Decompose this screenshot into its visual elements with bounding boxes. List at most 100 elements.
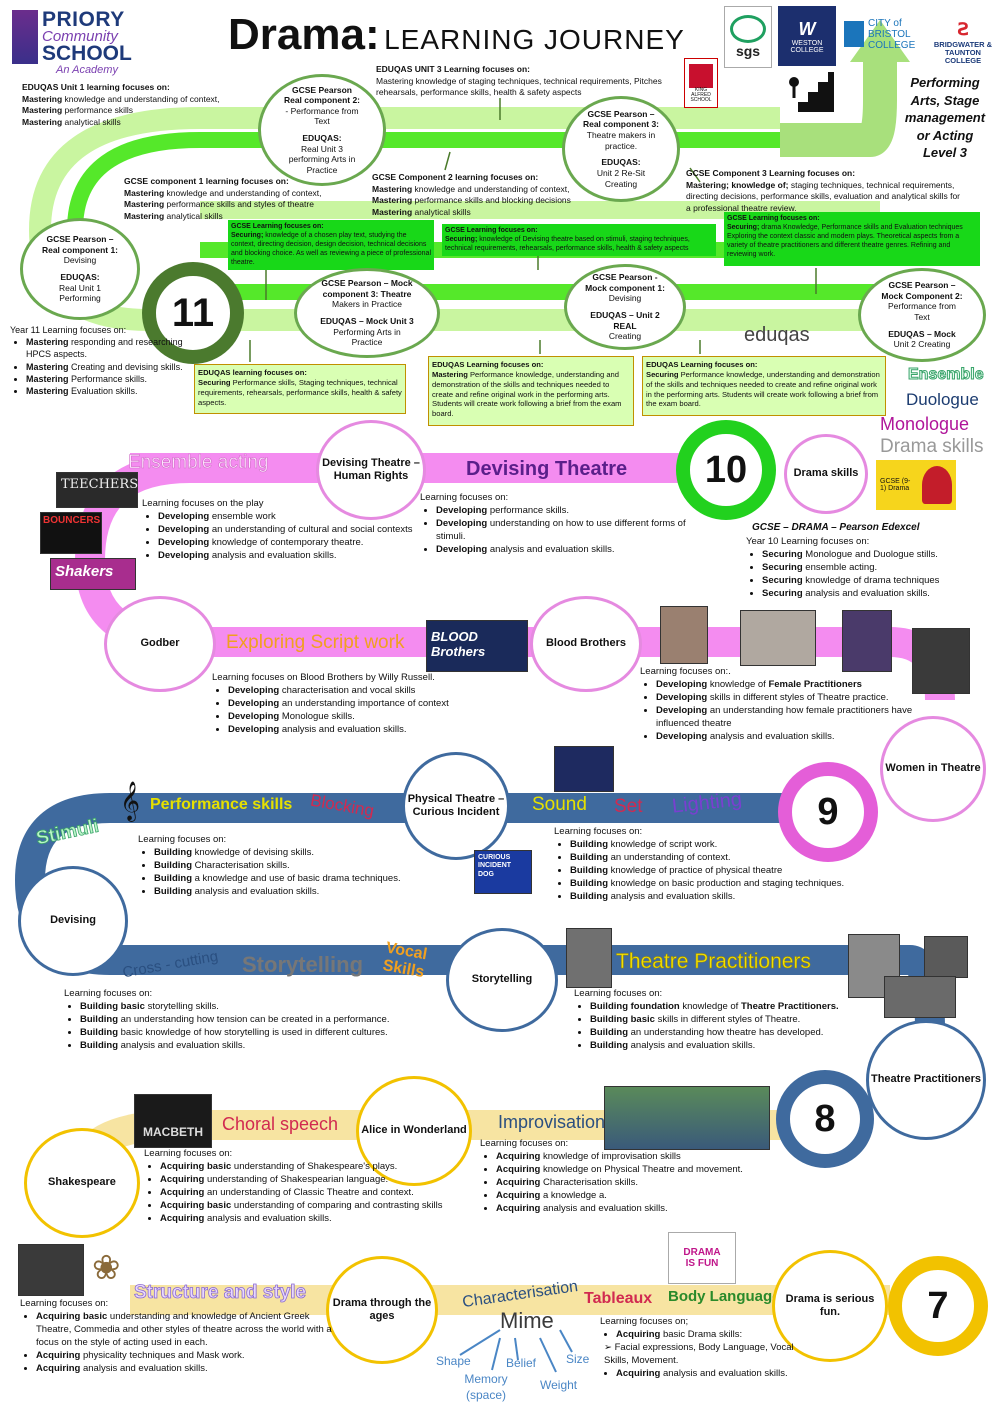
text-item: GCSE Learning focuses on: (231, 223, 324, 230)
text-item: analytical skills (412, 206, 471, 217)
text-item: EDUQAS learning focuses on: (198, 368, 307, 377)
text-item: Securing (198, 377, 231, 387)
text-block: Building foundation knowledge of Theatre… (574, 1001, 864, 1053)
list-item: Developing analysis and evaluation skill… (158, 550, 422, 563)
script-focus: Learning focuses on: Building knowledge … (554, 826, 860, 903)
text-block: Securing Performance skills, Staging tec… (198, 378, 402, 408)
bristol-logo-icon (844, 21, 864, 47)
focus-heading: Learning focuses on: (138, 834, 227, 845)
text-block: Securing; knowledge of a chosen play tex… (231, 232, 431, 268)
text-item: ensemble acting. (802, 561, 878, 573)
text-item: Developing (228, 710, 280, 722)
eduqas-unit1-focus: EDUQAS Unit 1 learning focuses on: Maste… (22, 82, 252, 128)
text-item: Developing (436, 517, 488, 529)
list-item: Acquiring analysis and evaluation skills… (36, 1363, 342, 1376)
text-item: Building foundation (590, 1000, 680, 1012)
list-item: Building knowledge of devising skills. (154, 847, 418, 860)
text-block: Mastering analytical skills (124, 211, 354, 223)
text-item: analysis and evaluation skills. (802, 587, 930, 599)
list-item: Acquiring analysis and evaluation skills… (160, 1213, 460, 1226)
text-item: skills in different styles of Theatre. (654, 1013, 801, 1025)
circle-drama-is-serious-fun: Drama is serious fun. (772, 1250, 888, 1362)
text-item: an understanding importance of context (279, 697, 449, 709)
focus-item: Facial expressions, Body Language, Vocal… (604, 1341, 794, 1366)
text-item: Characterisation skills. (540, 1176, 639, 1188)
text-block: Developing ensemble work Developing an u… (142, 511, 422, 563)
text-block: Mastering performance skills and styles … (124, 199, 354, 211)
text-item: performance skills. (487, 504, 570, 516)
keyword-ensemble: Ensemble (908, 366, 985, 384)
improvisation-focus: Learning focuses on: Acquiring knowledge… (480, 1138, 760, 1215)
king-alfred-logo-icon (689, 63, 713, 88)
circle-godber: Godber (104, 596, 216, 692)
text-item: Developing (158, 549, 210, 561)
text-item: EDUQAS Learning focuses on: (432, 360, 544, 369)
text-item: Acquiring (496, 1150, 541, 1162)
text-item: Building (154, 872, 192, 884)
text-item: Building (154, 885, 192, 897)
text-item: basic knowledge of how storytelling is u… (118, 1026, 388, 1038)
text-item: component 3: Theatre (322, 288, 412, 299)
text-item: GCSE Pearson – (46, 234, 114, 245)
text-item: characterisation and vocal skills (279, 684, 416, 696)
list-item: Building analysis and evaluation skills. (154, 886, 418, 899)
text-item: Text (914, 312, 930, 322)
text-item: performance skills and styles of theatre (164, 199, 314, 210)
text-block: Mastering Performance knowledge, underst… (432, 370, 630, 419)
text-item: Unit 2 Creating (893, 339, 951, 350)
text-item: analysis and evaluation skills. (204, 1212, 332, 1224)
keyword-body-language: Body Language (668, 1288, 781, 1305)
gcse-drama-badge-text: GCSE (9-1) Drama (880, 478, 911, 492)
text-item: knowledge of improvisation skills (540, 1150, 681, 1162)
text-item: Building (80, 1039, 118, 1051)
text-item: Developing (436, 543, 488, 555)
text-item: Devising (608, 293, 642, 304)
text-block: Developing knowledge of Female Practitio… (640, 679, 930, 744)
keyword-belief: Belief (506, 1356, 537, 1370)
text-item: Developing (228, 697, 280, 709)
page-title-main: Drama: (228, 10, 380, 59)
gcse-drama-badge: GCSE (9-1) Drama (876, 460, 956, 510)
list-item: Building analysis and evaluation skills. (570, 891, 860, 904)
list-item: Building knowledge of script work. (570, 839, 860, 852)
circle-devising: Devising (18, 866, 128, 976)
text-block: Acquiring knowledge of improvisation ski… (480, 1151, 760, 1216)
text-item: EDUQAS: (601, 157, 641, 168)
text-item: Mastering; knowledge of; (686, 179, 789, 190)
king-alfred-logo-text: KING ALFRED SCHOOL (690, 86, 712, 103)
text-item: GCSE Pearson (292, 84, 352, 95)
list-item: Securing Monologue and Duologue stills. (762, 549, 976, 562)
curious-incident-poster-image: CURIOUS INCIDENT DOG (474, 850, 532, 894)
text-block: Building knowledge of script work. Build… (554, 839, 860, 904)
storytelling-focus: Learning focuses on: Building basic stor… (64, 988, 434, 1053)
keyword-devising-theatre: Devising Theatre (466, 458, 628, 480)
circle-blood-brothers: Blood Brothers (530, 596, 642, 692)
text-item: Mastering (26, 386, 69, 397)
teechers-poster-text: TEECHERS (61, 477, 139, 492)
eduqas-focus-box-securing-2: EDUQAS Learning focuses on: Securing Per… (642, 356, 886, 416)
keyword-memory-space: Memory (space) (464, 1372, 508, 1402)
weston-logo-icon: W (798, 18, 816, 39)
list-item: Developing characterisation and vocal sk… (228, 685, 492, 698)
text-item: Acquiring basic (36, 1310, 108, 1322)
text-block: Mastering knowledge and understanding of… (124, 188, 354, 200)
focus-heading: Learning focuses on: (554, 826, 643, 837)
text-item: knowledge of a chosen play text, studyin… (231, 231, 432, 266)
text-item: Drama is serious fun. (785, 1292, 875, 1318)
sgs-logo-icon (730, 15, 766, 43)
text-item: EDUQAS: (302, 133, 342, 143)
text-item: Acquiring (496, 1189, 541, 1201)
text-block: Acquiring basic understanding of Shakesp… (144, 1161, 460, 1226)
text-item: analysis and evaluation skills. (209, 549, 337, 561)
text-item: analysis and evaluation skills. (80, 1362, 208, 1374)
bristol-logo-text: CITY of BRISTOL COLLEGE (868, 17, 916, 51)
eduqas-focus-box-securing: EDUQAS learning focuses on: Securing Per… (194, 364, 406, 414)
list-item: Acquiring a knowledge a. (496, 1190, 760, 1203)
text-item: Developing (656, 730, 708, 742)
text-item: Developing (656, 691, 708, 703)
text-item: Mastering (372, 183, 413, 194)
text-item: Mock component 1: (585, 282, 665, 293)
list-item: Acquiring basic understanding of compari… (160, 1200, 460, 1213)
